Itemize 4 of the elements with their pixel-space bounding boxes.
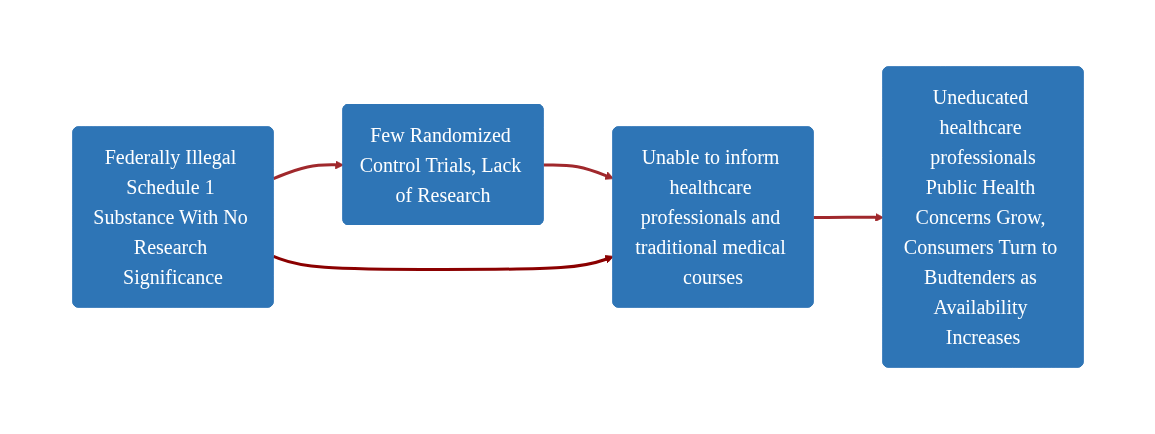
arrow bbox=[542, 163, 614, 180]
arrow bbox=[272, 255, 614, 271]
arrow bbox=[812, 213, 884, 222]
arrow bbox=[272, 160, 344, 180]
